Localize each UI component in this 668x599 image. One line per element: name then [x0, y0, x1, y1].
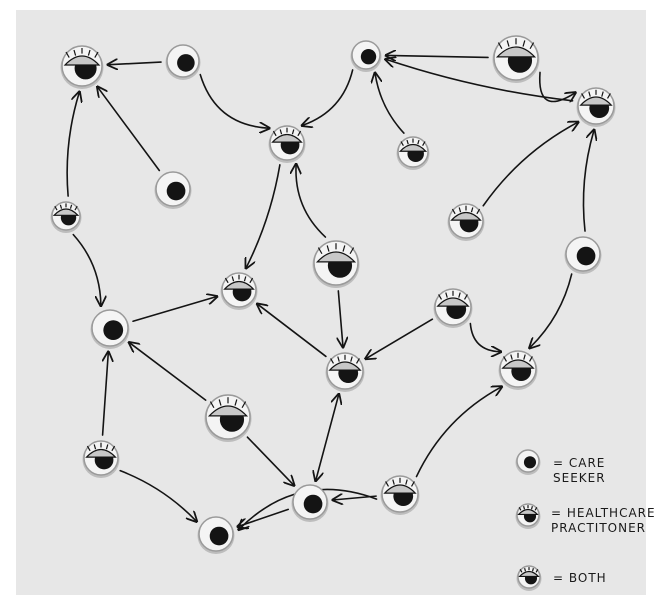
eye-node-center-left [221, 273, 258, 310]
eye-node-bottom-center [292, 485, 329, 522]
legend-both-eye [517, 566, 542, 591]
eye-node-center-lower [326, 353, 365, 392]
legend-care-seeker-eye [516, 450, 541, 475]
eye-node-bottom-right-mid [381, 476, 420, 515]
legend-both-label: = BOTH [553, 571, 607, 586]
eye-node-right-upper [577, 88, 616, 127]
eye-node-mid-upper [269, 126, 306, 163]
legend-practitioner-label: = HEALTHCARE PRACTITONER [551, 506, 656, 536]
eye-node-right-lower [499, 351, 538, 390]
eye-pupil [210, 527, 229, 546]
eye-pupil [167, 182, 186, 201]
eye-pupil [304, 495, 323, 514]
eye-node-top-mid-small [351, 41, 382, 72]
eye-node-right-center [434, 289, 473, 328]
eye-node-bottom-left [83, 441, 120, 478]
eyelash [524, 506, 525, 509]
eye-node-left-lower [91, 310, 130, 349]
eye-node-left-mid [51, 202, 82, 233]
eye-node-right-mid-b [565, 237, 602, 274]
eye-node-right-mid-a [448, 204, 485, 241]
eye-pupil [577, 247, 596, 266]
eye-pupil [103, 320, 123, 340]
eyelash [525, 568, 526, 571]
eyelash [533, 568, 534, 571]
eye-node-tl-big [61, 46, 104, 89]
eye-pupil [361, 49, 376, 64]
eye-node-mid-right-small [397, 137, 430, 170]
legend-care-seeker-label: = CARE SEEKER [553, 456, 606, 486]
eye-pupil [524, 456, 536, 468]
eye-node-tr-big [493, 36, 540, 83]
eye-node-bottom-far-left [198, 517, 235, 554]
legend-practitioner-eye [516, 504, 541, 529]
eyelash [532, 506, 533, 509]
eye-node-center-big [313, 241, 360, 288]
eye-node-tl-small [166, 45, 201, 80]
eye-pupil [177, 54, 195, 72]
eye-node-left-small [155, 172, 192, 209]
eye-node-lower-mid-big [205, 395, 252, 442]
